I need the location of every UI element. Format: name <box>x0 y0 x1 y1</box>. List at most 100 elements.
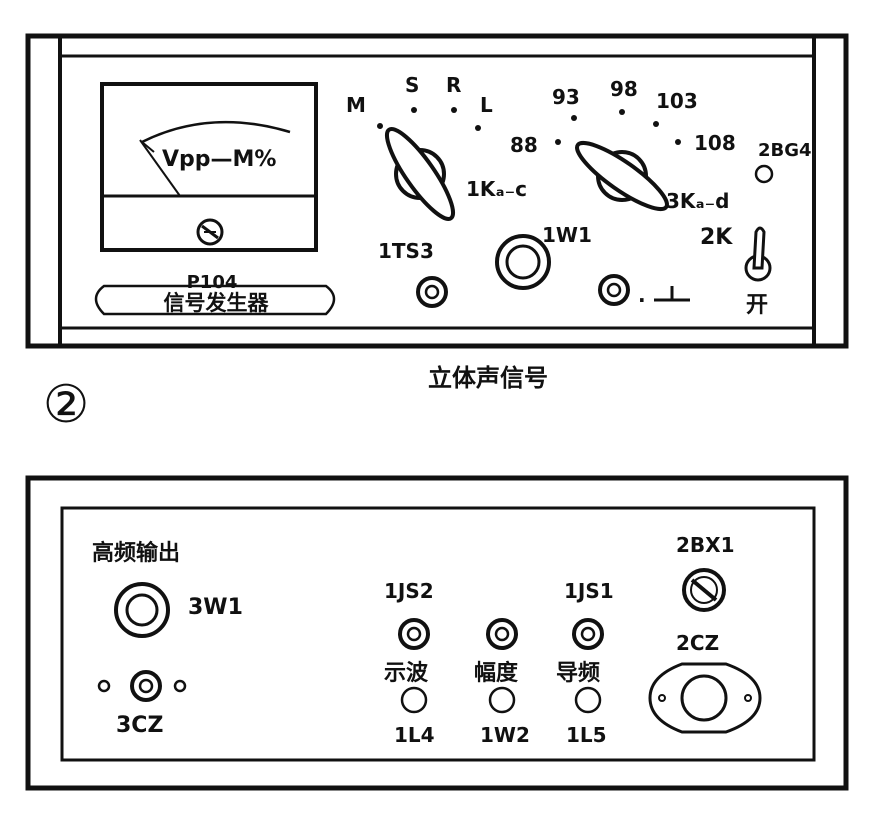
jack-amplitude-function: 幅度 <box>474 660 519 686</box>
switch-1k-detent-l <box>475 125 481 131</box>
indicator-2bg4-label: 2BG4 <box>758 140 812 161</box>
knob-1w1-inner <box>505 244 541 280</box>
bottom-panel-outer-frame <box>25 475 849 791</box>
ground-jack-label: . <box>638 283 646 307</box>
jack-1js2[interactable]: 1JS2 示波 1L4 <box>384 579 435 747</box>
socket-3cz[interactable]: 3CZ <box>97 670 187 738</box>
nameplate-frame <box>94 284 336 316</box>
knob-1w1[interactable]: 1W1 <box>495 223 592 290</box>
jack-1ts3-label: 1TS3 <box>378 239 434 263</box>
jack-1js2-label: 1JS2 <box>384 579 434 603</box>
toggle-2k-label: 2K <box>700 225 733 250</box>
top-panel-caption: 立体声信号 <box>428 364 548 392</box>
lamp-1l5 <box>574 686 602 714</box>
switch-3k-label: 3Kₐ₋d <box>666 189 729 213</box>
switch-1k-label: 1Kₐ₋c <box>466 177 527 201</box>
switch-3k[interactable]: 88 93 98 103 108 3Kₐ₋d <box>510 77 736 218</box>
figure-number: ② <box>43 375 90 435</box>
lamp-1l5-label: 1L5 <box>566 723 607 747</box>
socket-2cz-screw-right <box>744 694 752 702</box>
switch-3k-detent-98 <box>619 109 625 115</box>
socket-2cz-screw-left <box>658 694 666 702</box>
meter-scale-tick <box>141 141 155 153</box>
switch-1k[interactable]: M S R L 1Kₐ₋c <box>346 73 527 226</box>
switch-1k-pos-r: R <box>446 73 461 97</box>
socket-3cz-core <box>138 678 154 694</box>
bottom-panel-inner-frame <box>60 506 816 762</box>
fuse-2bx1-inner <box>690 576 718 604</box>
jack-1js1-ring <box>572 618 604 650</box>
switch-3k-pos-98: 98 <box>610 77 638 101</box>
fuse-2bx1-cap <box>682 568 726 612</box>
meter: Vpp—M% P104 信号发生器 <box>94 82 336 316</box>
socket-2cz[interactable]: 2CZ <box>648 631 762 734</box>
meter-scale-arc <box>141 120 291 144</box>
switch-1k-pos-s: S <box>405 73 419 97</box>
fuse-2bx1-label: 2BX1 <box>676 533 735 557</box>
socket-3cz-screw-right <box>173 679 187 693</box>
socket-2cz-flange <box>648 662 762 734</box>
jack-1js1[interactable]: 1JS1 导频 1L5 <box>556 579 614 747</box>
switch-1k-pos-l: L <box>480 93 493 117</box>
jack-1js1-core <box>580 626 596 642</box>
knob-3w1-inner <box>125 593 159 627</box>
knob-3w1-outer <box>114 582 170 638</box>
toggle-2k-lever <box>752 226 766 270</box>
jack-1js2-core <box>406 626 422 642</box>
switch-3k-detent-88 <box>555 139 561 145</box>
switch-1k-detent-s <box>411 107 417 113</box>
switch-1k-pointer <box>384 127 456 221</box>
jack-1ts3[interactable]: 1TS3 <box>378 239 448 308</box>
switch-1k-detent-m <box>377 123 383 129</box>
knob-1w1-label: 1W1 <box>542 223 592 247</box>
jack-1js2-ring <box>398 618 430 650</box>
switch-1k-pos-m: M <box>346 93 366 117</box>
meter-zero-adjust-screw[interactable] <box>196 218 224 246</box>
switch-3k-pos-88: 88 <box>510 133 538 157</box>
socket-3cz-screw-left <box>97 679 111 693</box>
switch-1k-detent-r <box>451 107 457 113</box>
switch-3k-pointer <box>575 140 669 212</box>
switch-3k-pos-103: 103 <box>656 89 698 113</box>
jack-amplitude[interactable]: 幅度 1W2 <box>474 618 530 747</box>
jack-amplitude-core <box>494 626 510 642</box>
lamp-1l4-label: 1L4 <box>394 723 435 747</box>
meter-bezel <box>100 82 318 252</box>
meter-needle <box>139 139 181 197</box>
socket-3cz-ring <box>130 670 162 702</box>
ground-jack[interactable]: . <box>598 274 690 307</box>
socket-2cz-label: 2CZ <box>676 631 719 655</box>
knob-3w1-label: 3W1 <box>188 595 243 620</box>
top-panel: Vpp—M% P104 信号发生器 M S R L 1Kₐ₋c <box>25 33 849 349</box>
top-panel-outer-frame <box>25 33 849 349</box>
jack-amplitude-ring <box>486 618 518 650</box>
switch-3k-detent-93 <box>571 115 577 121</box>
ground-jack-core <box>606 282 622 298</box>
hf-output-title: 高频输出 <box>92 540 180 566</box>
fuse-2bx1-slot <box>690 578 718 602</box>
ground-jack-ring <box>598 274 630 306</box>
jack-1ts3-core <box>424 284 440 300</box>
knob-1w1-outer <box>495 234 551 290</box>
indicator-2bg4-lamp <box>754 164 774 184</box>
meter-scale-label: Vpp—M% <box>162 147 276 172</box>
jack-1js2-function: 示波 <box>384 661 429 686</box>
knob-1w2 <box>488 686 516 714</box>
hf-output[interactable]: 高频输出 3W1 <box>92 540 243 638</box>
bottom-panel: 高频输出 3W1 3CZ 1JS2 示波 1L4 幅度 <box>25 475 849 791</box>
switch-3k-detent-103 <box>653 121 659 127</box>
socket-3cz-label: 3CZ <box>116 713 163 738</box>
lamp-1l4 <box>400 686 428 714</box>
jack-1ts3-ring <box>416 276 448 308</box>
toggle-2k[interactable]: 2K 开 <box>700 225 772 318</box>
nameplate-name: 信号发生器 <box>164 291 270 315</box>
knob-1w2-label: 1W2 <box>480 723 530 747</box>
jack-1js1-function: 导频 <box>556 661 600 686</box>
switch-3k-pos-93: 93 <box>552 85 580 109</box>
fuse-2bx1[interactable]: 2BX1 <box>676 533 735 612</box>
nameplate-model: P104 <box>187 272 238 293</box>
switch-3k-pos-108: 108 <box>694 131 736 155</box>
ground-symbol-icon <box>654 286 690 302</box>
jack-1js1-label: 1JS1 <box>564 579 614 603</box>
